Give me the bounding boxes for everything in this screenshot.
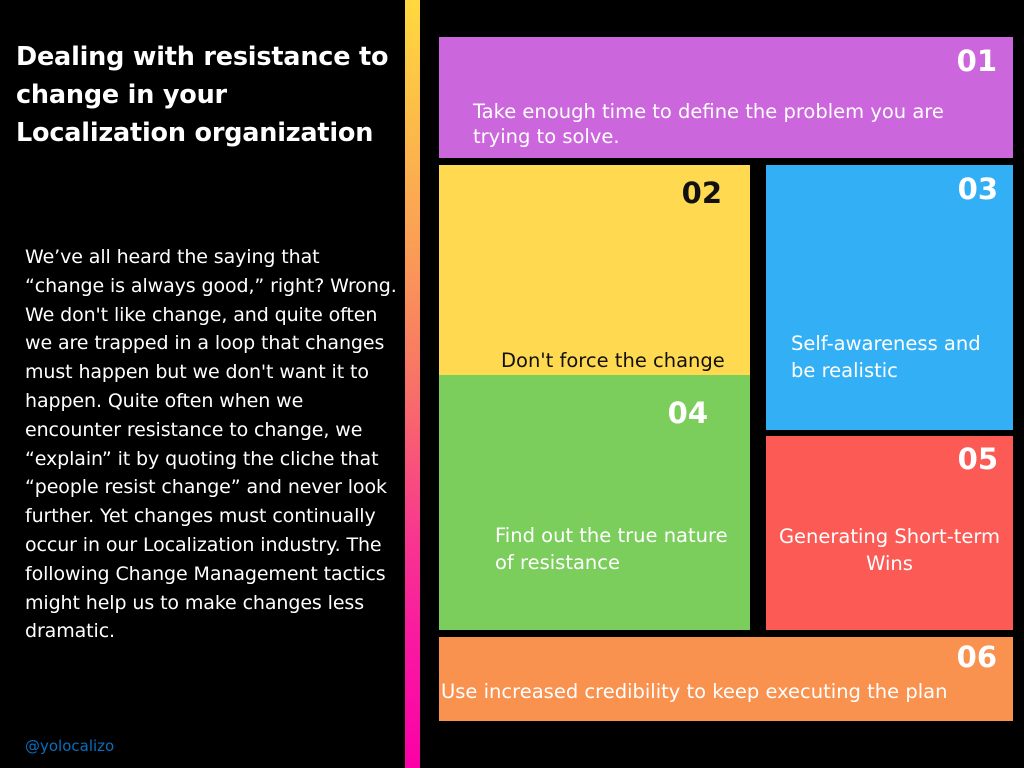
card-text-03: Self-awareness and be realistic	[791, 332, 981, 382]
card-number-06: 06	[956, 640, 997, 674]
tactic-card-05[interactable]: 05 Generating Short-term Wins	[766, 436, 1013, 630]
card-number-02: 02	[681, 176, 722, 210]
tactic-card-01[interactable]: 01 Take enough time to define the proble…	[439, 37, 1013, 158]
gradient-divider-bar	[405, 0, 420, 768]
social-handle-link[interactable]: @yolocalizo	[25, 737, 115, 755]
card-text-05: Generating Short-term Wins	[778, 525, 1001, 575]
card-text-04: Find out the true nature of resistance	[495, 524, 728, 574]
tactic-card-02[interactable]: 02 Don't force the change	[439, 165, 750, 400]
card-text-01: Take enough time to define the problem y…	[473, 100, 944, 148]
tactic-card-03[interactable]: 03 Self-awareness and be realistic	[766, 165, 1013, 430]
left-text-panel: Dealing with resistance to change in you…	[0, 0, 404, 768]
tactic-card-06[interactable]: 06 Use increased credibility to keep exe…	[439, 637, 1013, 721]
card-number-03: 03	[957, 172, 998, 206]
card-text-02: Don't force the change	[501, 349, 725, 372]
card-number-01: 01	[956, 44, 997, 78]
tactics-card-grid: 01 Take enough time to define the proble…	[439, 37, 1013, 721]
body-paragraph: We’ve all heard the saying that “change …	[25, 246, 397, 643]
tactic-card-04[interactable]: 04 Find out the true nature of resistanc…	[439, 375, 750, 630]
card-text-06: Use increased credibility to keep execut…	[441, 680, 948, 703]
card-number-04: 04	[667, 396, 708, 430]
page-title: Dealing with resistance to change in you…	[16, 42, 389, 148]
card-number-05: 05	[957, 442, 998, 476]
